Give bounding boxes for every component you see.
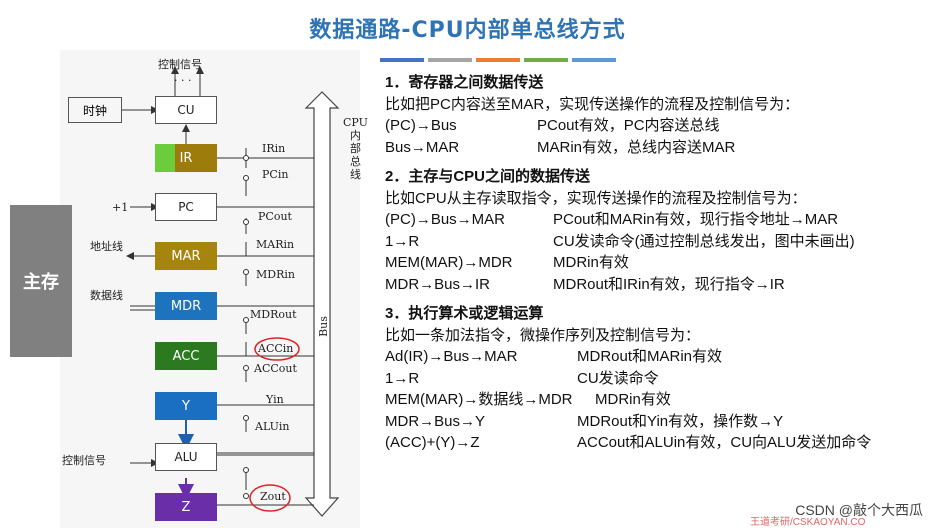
main-memory: 主存 bbox=[10, 205, 72, 357]
desc: CU发读命令(通过控制总线发出，图中未画出) bbox=[553, 232, 855, 250]
datapath-diagram: 主存 控制信号 · · · 时钟 CU IR PC MAR MDR ACC Y … bbox=[0, 50, 380, 528]
desc: MDRin有效 bbox=[553, 254, 629, 271]
title-bar-4 bbox=[524, 58, 568, 62]
pc-increment-label: +1 bbox=[112, 201, 129, 214]
register-ir: IR bbox=[155, 144, 217, 172]
register-cu: CU bbox=[155, 96, 217, 124]
op: Bus→MAR bbox=[385, 138, 460, 156]
op: MDR→Bus→Y bbox=[385, 412, 486, 430]
section-1-row: (PC)→Bus PCout有效，PC内容送总线 bbox=[385, 115, 935, 137]
register-y: Y bbox=[155, 392, 217, 420]
signal-pcout: PCout bbox=[258, 210, 292, 223]
register-acc: ACC bbox=[155, 342, 217, 370]
register-ir-label: IR bbox=[179, 150, 193, 166]
signal-mdrin: MDRin bbox=[256, 268, 295, 281]
desc: PCout有效，PC内容送总线 bbox=[537, 117, 720, 134]
section-1-heading: 1．寄存器之间数据传送 bbox=[385, 74, 544, 91]
op: MDR→Bus→IR bbox=[385, 275, 491, 293]
ir-accent bbox=[155, 144, 175, 172]
op: (PC)→Bus→MAR bbox=[385, 211, 506, 228]
op: Ad(IR)→Bus→MAR bbox=[385, 348, 518, 365]
alu-unit: ALU bbox=[155, 443, 217, 471]
register-pc: PC bbox=[155, 193, 217, 221]
op: MEM(MAR)→MDR bbox=[385, 254, 513, 271]
section-1-intro: 比如把PC内容送至MAR，实现传送操作的流程及控制信号为： bbox=[385, 95, 800, 113]
op: (PC)→Bus bbox=[385, 117, 457, 134]
slide-title: 数据通路-CPU内部单总线方式 bbox=[309, 18, 626, 43]
section-3-row: MEM(MAR)→数据线→MDR MDRin有效 bbox=[385, 389, 935, 411]
control-signal-left-label: 控制信号 bbox=[62, 454, 106, 467]
signal-pcin: PCin bbox=[262, 168, 289, 181]
op: (ACC)+(Y)→Z bbox=[385, 434, 480, 451]
control-signal-top-label: 控制信号 bbox=[158, 58, 202, 71]
section-3-row: MDR→Bus→Y MDRout和Yin有效，操作数→Y bbox=[385, 411, 935, 433]
clock-box: 时钟 bbox=[68, 97, 122, 123]
section-3-row: 1→R CU发读命令 bbox=[385, 368, 935, 390]
section-3-intro: 比如一条加法指令，微操作序列及控制信号为： bbox=[385, 326, 701, 344]
section-2-heading: 2．主存与CPU之间的数据传送 bbox=[385, 168, 591, 185]
register-mar: MAR bbox=[155, 242, 217, 270]
data-line-label: 数据线 bbox=[90, 289, 123, 302]
signal-zout: Zout bbox=[260, 490, 286, 503]
desc: CU发读命令 bbox=[577, 369, 659, 387]
desc: MDRout和IRin有效，现行指令→IR bbox=[553, 275, 785, 293]
cpu-bus-label: CPU 内 部 总 线 bbox=[343, 116, 368, 181]
title-bar-1 bbox=[380, 58, 424, 62]
section-2-intro: 比如CPU从主存读取指令，实现传送操作的流程及控制信号为： bbox=[385, 189, 807, 207]
section-2-row: MEM(MAR)→MDR MDRin有效 bbox=[385, 252, 935, 274]
signal-irin: IRin bbox=[262, 142, 286, 155]
section-3-heading: 3．执行算术或逻辑运算 bbox=[385, 305, 544, 322]
op: 1→R bbox=[385, 232, 420, 250]
title-bar-2 bbox=[428, 58, 472, 62]
desc: MDRin有效 bbox=[595, 391, 671, 408]
signal-aluin: ALUin bbox=[255, 420, 290, 433]
op: MEM(MAR)→数据线→MDR bbox=[385, 391, 573, 408]
control-dots: · · · bbox=[174, 74, 192, 87]
title-bar-5 bbox=[572, 58, 616, 62]
register-z: Z bbox=[155, 493, 217, 521]
desc: PCout和MARin有效，现行指令地址→MAR bbox=[553, 211, 839, 228]
signal-accout: ACCout bbox=[254, 362, 297, 375]
desc: MDRout和Yin有效，操作数→Y bbox=[577, 412, 784, 430]
section-3-row: Ad(IR)→Bus→MAR MDRout和MARin有效 bbox=[385, 346, 935, 368]
footer-fragment: 王道考研/CSKAOYAN.CO bbox=[750, 517, 866, 528]
op: 1→R bbox=[385, 369, 420, 387]
desc: MDRout和MARin有效 bbox=[577, 348, 723, 365]
watermark: CSDN @敲个大西瓜 bbox=[795, 502, 923, 518]
title-underline bbox=[380, 58, 616, 62]
explanation-text: 1．寄存器之间数据传送 比如把PC内容送至MAR，实现传送操作的流程及控制信号为… bbox=[385, 72, 935, 454]
signal-marin: MARin bbox=[256, 238, 295, 251]
section-3-row: (ACC)+(Y)→Z ACCout和ALUin有效，CU向ALU发送加命令 bbox=[385, 432, 935, 454]
signal-accin: ACCin bbox=[258, 342, 294, 355]
register-mdr: MDR bbox=[155, 292, 217, 320]
desc: ACCout和ALUin有效，CU向ALU发送加命令 bbox=[577, 434, 872, 451]
address-line-label: 地址线 bbox=[90, 240, 123, 253]
desc: MARin有效，总线内容送MAR bbox=[537, 138, 736, 156]
section-1-row: Bus→MAR MARin有效，总线内容送MAR bbox=[385, 137, 935, 159]
bus-label: Bus bbox=[316, 316, 330, 337]
section-2-row: MDR→Bus→IR MDRout和IRin有效，现行指令→IR bbox=[385, 274, 935, 296]
signal-yin: Yin bbox=[266, 393, 284, 406]
section-2-row: 1→R CU发读命令(通过控制总线发出，图中未画出) bbox=[385, 231, 935, 253]
title-bar-3 bbox=[476, 58, 520, 62]
signal-mdrout: MDRout bbox=[250, 308, 297, 321]
section-2-row: (PC)→Bus→MAR PCout和MARin有效，现行指令地址→MAR bbox=[385, 209, 935, 231]
